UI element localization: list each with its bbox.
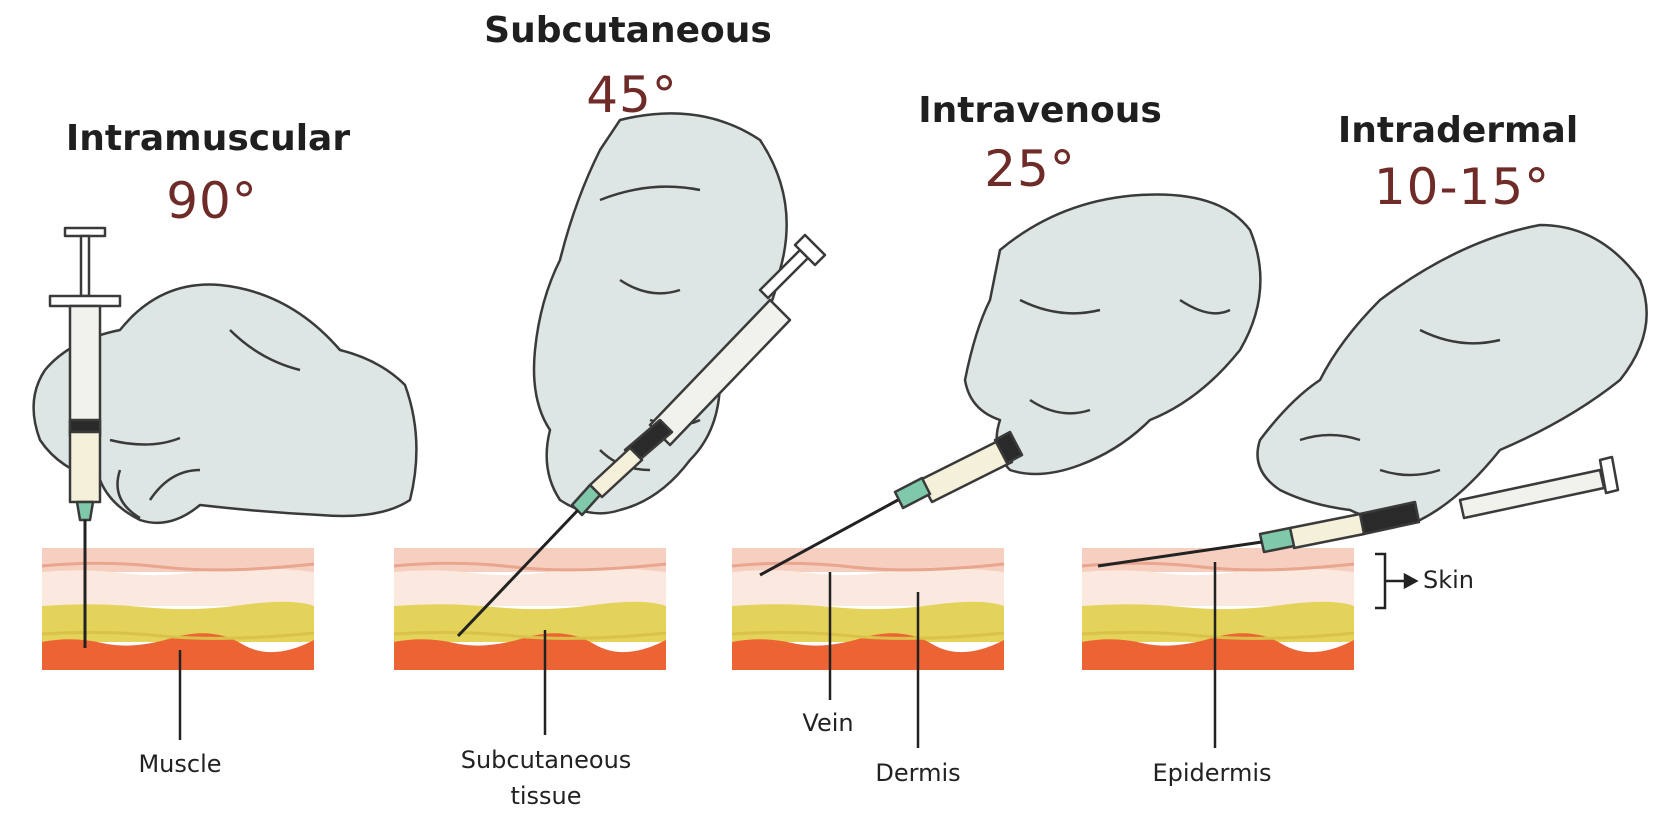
subcutaneous-tissue-label: Subcutaneous tissue (461, 742, 632, 814)
leader-lines (180, 562, 1215, 748)
tissue-block-subcutaneous (394, 548, 666, 670)
tissue-block-intradermal (1082, 548, 1354, 670)
intramuscular-angle: 90° (166, 172, 258, 230)
intravenous-hand-syringe (760, 194, 1260, 575)
intradermal-title: Intradermal (1338, 110, 1578, 151)
subcutaneous-tissue-label-line2: tissue (461, 778, 632, 814)
skin-label: Skin (1423, 566, 1474, 594)
intravenous-title: Intravenous (918, 90, 1162, 131)
intravenous-angle: 25° (984, 140, 1076, 198)
intramuscular-title: Intramuscular (66, 118, 350, 159)
epidermis-label: Epidermis (1152, 755, 1271, 791)
vein-label: Vein (802, 705, 853, 741)
subcutaneous-title: Subcutaneous (484, 10, 772, 51)
muscle-label: Muscle (138, 746, 221, 782)
subcutaneous-angle: 45° (586, 66, 678, 124)
tissue-block-intramuscular (42, 548, 314, 670)
intradermal-angle: 10-15° (1374, 158, 1550, 216)
subcutaneous-tissue-label-line1: Subcutaneous (461, 742, 632, 778)
tissue-block-intravenous (732, 548, 1004, 670)
dermis-label: Dermis (875, 755, 960, 791)
skin-bracket (1375, 554, 1416, 608)
